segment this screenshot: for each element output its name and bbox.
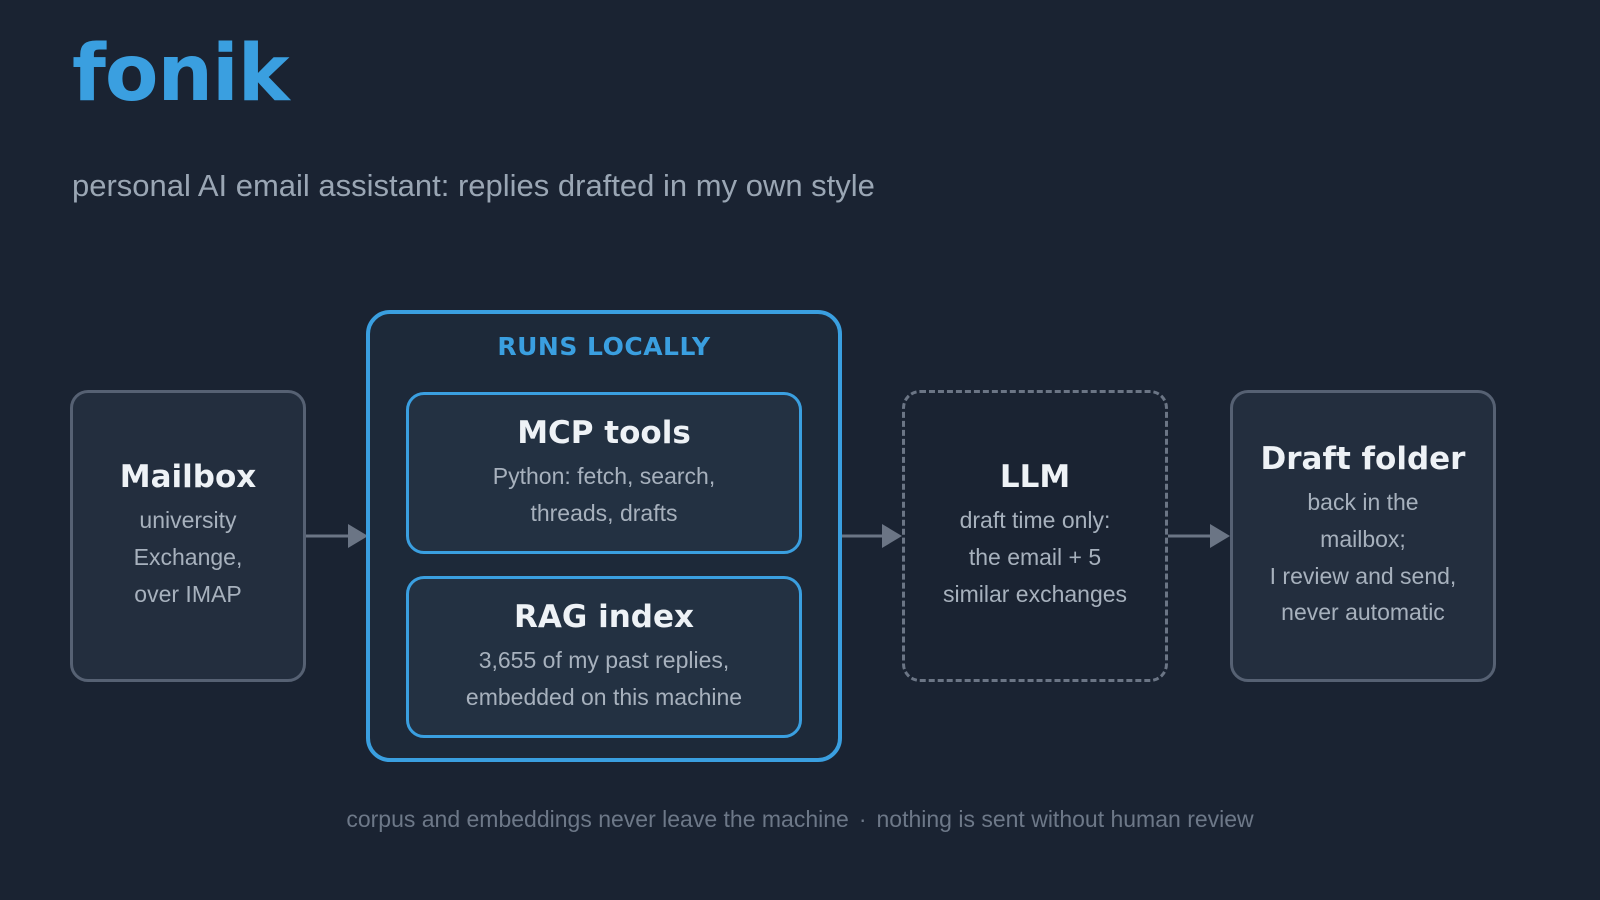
mcp-tools-desc: Python: fetch, search, threads, drafts xyxy=(493,458,715,532)
mcp-tools-desc-line: Python: fetch, search, xyxy=(492,462,716,489)
draft-folder-desc-line: I review and send, xyxy=(1269,562,1457,589)
mailbox-node: Mailbox university Exchange, over IMAP xyxy=(70,390,306,682)
draft-folder-desc-line: back in the xyxy=(1307,489,1419,515)
mcp-tools-node: MCP tools Python: fetch, search, threads… xyxy=(406,392,802,554)
draft-folder-node: Draft folder back in the mailbox; I revi… xyxy=(1230,390,1496,682)
rag-index-node: RAG index 3,655 of my past replies, embe… xyxy=(406,576,802,738)
llm-desc: draft time only: the email + 5 similar e… xyxy=(943,502,1127,612)
runs-locally-label: RUNS LOCALLY xyxy=(497,332,711,361)
arrow-mailbox-to-local xyxy=(306,524,368,548)
llm-desc-line: draft time only: xyxy=(959,507,1111,534)
mailbox-desc-line: university xyxy=(139,507,237,534)
footer-separator: · xyxy=(858,806,867,832)
llm-desc-line: the email + 5 xyxy=(968,544,1102,571)
arrow-llm-to-drafts xyxy=(1168,524,1230,548)
mailbox-desc-line: over IMAP xyxy=(134,580,242,607)
arrow-local-to-llm xyxy=(842,524,902,548)
rag-index-desc-line: 3,655 of my past replies, xyxy=(478,646,730,673)
llm-title: LLM xyxy=(999,459,1071,496)
footer-left: corpus and embeddings never leave the ma… xyxy=(346,806,849,832)
logo: fonik xyxy=(72,29,290,119)
rag-index-desc-line: embedded on this machine xyxy=(465,683,743,710)
mailbox-title: Mailbox xyxy=(119,459,257,496)
rag-index-title: RAG index xyxy=(513,598,694,635)
draft-folder-title: Draft folder xyxy=(1260,440,1466,477)
draft-folder-desc-line: mailbox; xyxy=(1320,525,1406,552)
draft-folder-desc-line: never automatic xyxy=(1281,599,1445,626)
mailbox-desc-line: Exchange, xyxy=(133,544,243,571)
draft-folder-desc: back in the mailbox; I review and send, … xyxy=(1270,484,1457,631)
mcp-tools-desc-line: threads, drafts xyxy=(530,499,678,526)
rag-index-desc: 3,655 of my past replies, embedded on th… xyxy=(466,642,742,716)
mcp-tools-title: MCP tools xyxy=(517,414,691,451)
tagline: personal AI email assistant: replies dra… xyxy=(72,168,875,203)
llm-node: LLM draft time only: the email + 5 simil… xyxy=(902,390,1168,682)
footer-right: nothing is sent without human review xyxy=(876,806,1254,832)
llm-desc-line: similar exchanges xyxy=(942,580,1128,607)
runs-locally-group: RUNS LOCALLY MCP tools Python: fetch, se… xyxy=(366,310,842,762)
mailbox-desc: university Exchange, over IMAP xyxy=(134,502,243,612)
footer-note: corpus and embeddings never leave the ma… xyxy=(0,806,1600,833)
